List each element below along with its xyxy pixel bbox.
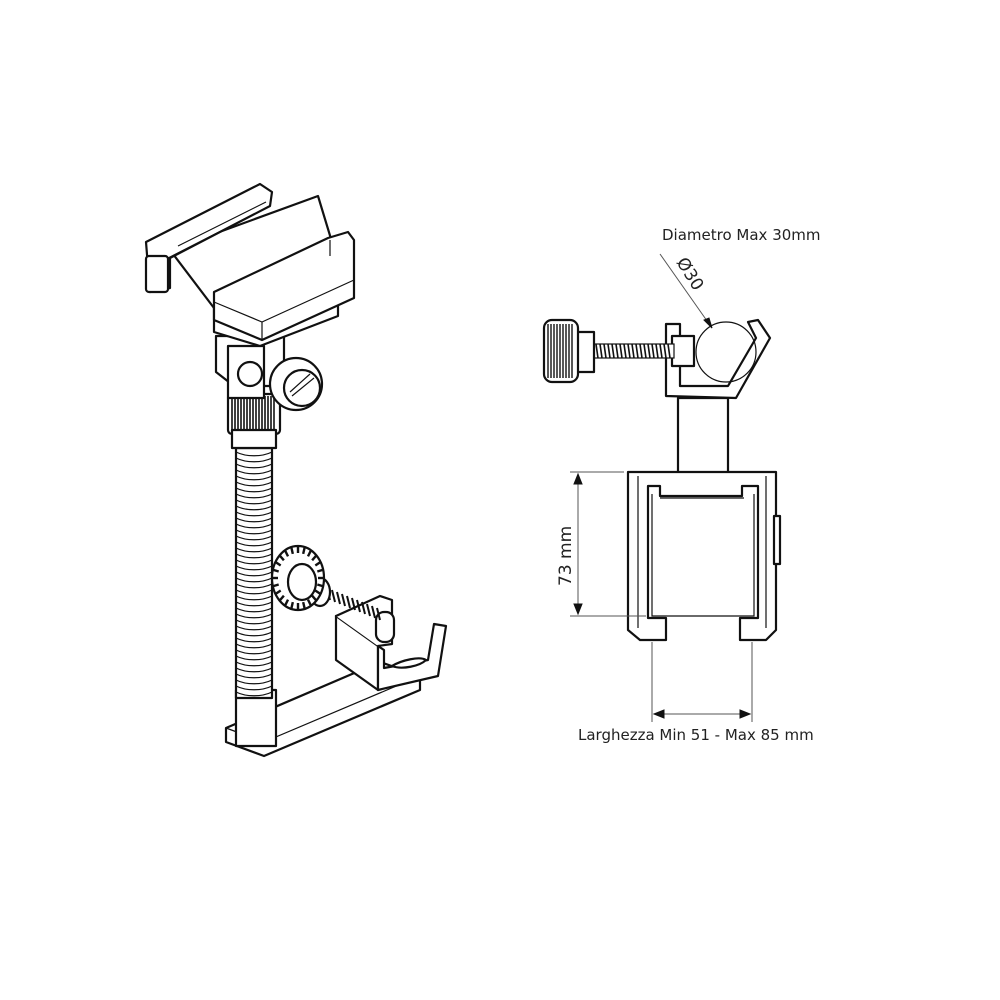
height-dimension <box>570 471 646 617</box>
gooseneck-coils <box>235 451 273 697</box>
diameter-label: Diametro Max 30mm <box>662 226 821 244</box>
ortho-pipe-circle <box>695 321 757 383</box>
phi-label: Ø30 <box>672 254 708 294</box>
isometric-assembly <box>144 182 448 758</box>
ball-joint <box>214 334 324 412</box>
collar-nut <box>226 392 282 450</box>
ortho-top-clamp <box>542 318 772 400</box>
orthographic-view: Diametro Max 30mm Ø30 73 mm Larghezza Mi… <box>542 226 821 744</box>
ortho-stem <box>676 396 730 476</box>
lower-knob-screw <box>270 544 381 621</box>
gooseneck-arm <box>234 446 274 700</box>
width-label: Larghezza Min 51 - Max 85 mm <box>578 726 814 744</box>
ortho-cradle <box>626 470 782 642</box>
lower-knob-knurl <box>272 546 324 610</box>
ortho-thread <box>593 343 675 359</box>
phone-cradle <box>144 182 356 348</box>
width-dimension <box>651 642 753 722</box>
diameter-dimension <box>659 253 713 329</box>
ortho-knob-knurl <box>547 324 573 378</box>
lower-pipe-clamp <box>334 594 448 692</box>
collar-knurl <box>231 396 275 432</box>
height-label: 73 mm <box>556 526 576 586</box>
